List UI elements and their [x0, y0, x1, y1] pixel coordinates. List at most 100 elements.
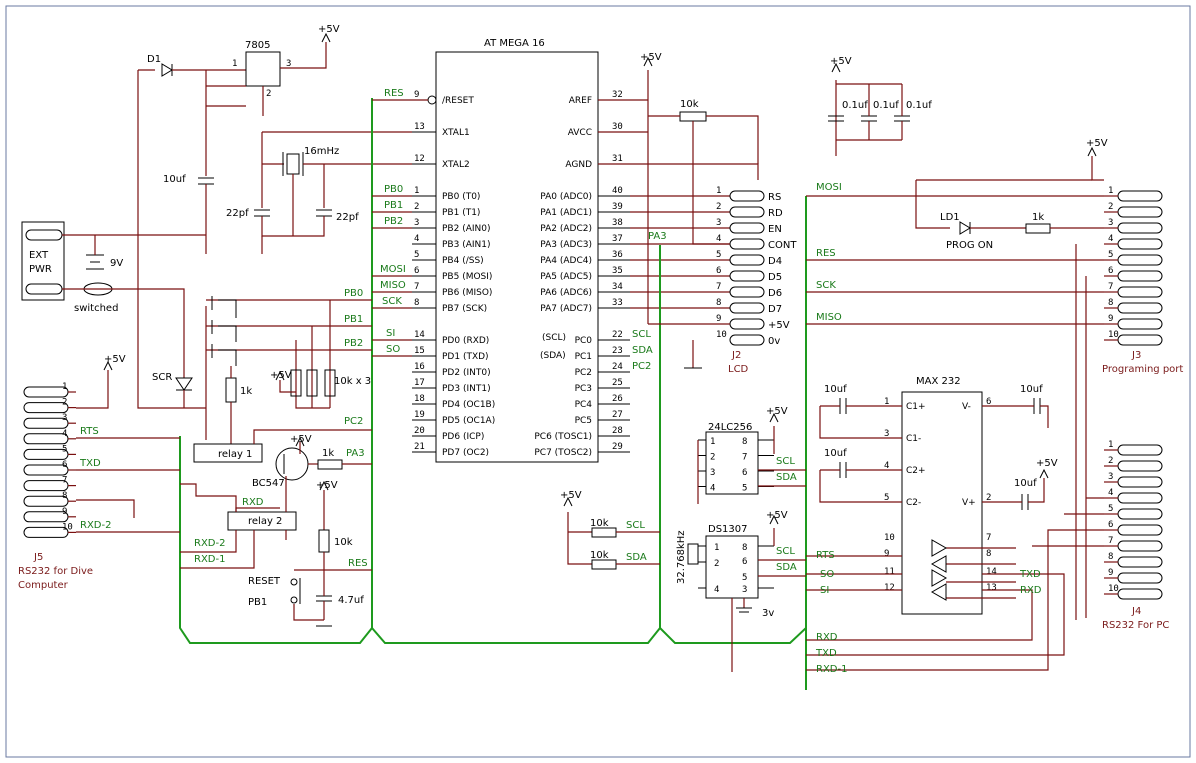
net-pb0-relay: PB0 [344, 288, 363, 299]
mcu-pin-num: 24 [612, 362, 623, 372]
vcc-label-j3: +5V [1086, 138, 1108, 149]
max-pin-name: C2+ [906, 466, 926, 476]
mcu-body [435, 51, 599, 463]
rtc-battery-label: 3v [762, 608, 774, 619]
net-pb1: PB1 [384, 200, 403, 211]
j3-pin-num: 4 [1108, 234, 1113, 244]
net-rxd1-bottom: RXD-1 [816, 664, 847, 675]
lcd-pin-num: 1 [716, 186, 721, 196]
vcc-label-bc547: +5V [290, 434, 312, 445]
eeprom-pin: 2 [710, 453, 715, 463]
max-io-num: 8 [986, 549, 991, 559]
mcu-pin-num: 3 [414, 218, 419, 228]
regulator-7805 [245, 51, 281, 87]
j3-pin-num: 8 [1108, 298, 1113, 308]
j5-pin-num: 6 [62, 460, 67, 470]
mosfet-array [205, 296, 237, 440]
max-io-num: 9 [884, 549, 889, 559]
j4-pin-num: 9 [1108, 568, 1113, 578]
scr [175, 377, 193, 391]
mcu-pin-name: AREF [569, 96, 592, 106]
mcu-pin-num: 36 [612, 250, 623, 260]
mcu-pin-num: 25 [612, 378, 623, 388]
mcu-pin-name: AVCC [568, 128, 592, 138]
mcu-pin-num: 33 [612, 298, 623, 308]
net-sda-mcu: SDA [632, 345, 653, 356]
reset-res-label: 10k [334, 537, 353, 548]
j5-name-2: Computer [18, 580, 69, 591]
eeprom-pin: 7 [742, 453, 747, 463]
vcc-label-j5: +5V [104, 354, 126, 365]
sheet-border [5, 5, 1191, 758]
net-si-max: SI [820, 585, 829, 596]
mcu-left-nets: RES PB0 PB1 PB2 MOSI MISO SCK SI SO [372, 88, 428, 357]
vcc-label-reset: +5V [316, 480, 338, 491]
ext-pwr-connector [21, 221, 65, 301]
lcd-name: LCD [728, 364, 749, 375]
relay1-label: relay 1 [218, 449, 252, 460]
net-pc2-relay: PC2 [344, 416, 363, 427]
net-rts-j5: RTS [80, 426, 99, 437]
net-rxd1-relay: RXD-1 [194, 554, 225, 565]
lcd-pin-signal: EN [768, 224, 782, 235]
mcu-pin-num: 37 [612, 234, 623, 244]
lcd-contrast-pot [679, 111, 707, 122]
net-pb2: PB2 [384, 216, 403, 227]
lcd-pin-signal: +5V [768, 320, 790, 331]
j4-name: RS232 For PC [1102, 620, 1169, 631]
mcu-pin-name: PC1 [575, 352, 592, 362]
reg-pin-out: 3 [286, 59, 291, 69]
j4-pin-num: 4 [1108, 488, 1113, 498]
mcu-pin-num: 23 [612, 346, 623, 356]
relay-2 [227, 511, 297, 531]
vcc-label-rtc-b: +5V [766, 510, 788, 521]
reset-label: RESET [248, 576, 281, 587]
mcu-pin-name: PC7 (TOSC2) [534, 448, 592, 458]
mcu-pin-name: PD6 (ICP) [442, 432, 484, 442]
max-io-num: 10 [884, 533, 895, 543]
mcu-pin-name: PD7 (OC2) [442, 448, 489, 458]
mcu-pin-num: 2 [414, 202, 419, 212]
max232-title: MAX 232 [916, 376, 961, 387]
mcu-pin-name: PB1 (T1) [442, 208, 480, 218]
j5-pin-num: 9 [62, 507, 67, 517]
j5-pin-num: 8 [62, 491, 67, 501]
mcu-pin-num: 4 [414, 234, 419, 244]
mcu-sda-tag: (SDA) [540, 351, 566, 361]
vcc-label-lcd: +5V [640, 52, 662, 63]
j5-pin-num: 5 [62, 444, 67, 454]
lcd-pin-num: 2 [716, 202, 721, 212]
j3-pin-num: 7 [1108, 282, 1113, 292]
max-pin-num: 1 [884, 397, 889, 407]
lcd-pin-num: 7 [716, 282, 721, 292]
rtc-r1-label: 10k [590, 518, 609, 529]
reset-pb-label: PB1 [248, 597, 267, 608]
mcu-pin-num: 13 [414, 122, 425, 132]
mcu-pin-num: 32 [612, 90, 623, 100]
mcu-title: AT MEGA 16 [484, 38, 545, 49]
relay-switching: PB0 PB1 PB2 +5V 10k x 3 SCR 1k relay 1 P… [152, 288, 372, 569]
max-io-num: 13 [986, 583, 997, 593]
j5-pin-num: 2 [62, 398, 67, 408]
mcu-pin-num: 18 [414, 394, 425, 404]
rtc-title: DS1307 [708, 524, 748, 535]
lcd-pin-signal: 0v [768, 336, 780, 347]
mcu-pin-num: 1 [414, 186, 419, 196]
diode-d1 [161, 63, 173, 77]
j4-pin-num: 10 [1108, 584, 1119, 594]
mcu-pin-name: PD3 (INT1) [442, 384, 491, 394]
lcd-pot-label: 10k [680, 99, 699, 110]
mcu-pin-name: PB4 (/SS) [442, 256, 484, 266]
mcu-pin-num: 21 [414, 442, 425, 452]
max-pin-name: C1+ [906, 402, 926, 412]
j5-pin-num: 3 [62, 413, 67, 423]
j4-pin-num: 2 [1108, 456, 1113, 466]
reset-circuit: +5V 10k RES RESET PB1 4.7uf [248, 480, 372, 627]
mcu-pin-num: 26 [612, 394, 623, 404]
j4-pin-num: 1 [1108, 440, 1113, 450]
max-pin-num: 2 [986, 493, 991, 503]
net-sda-rtc: SDA [626, 552, 647, 563]
switched-label: switched [74, 303, 118, 314]
rtc-pin: 6 [742, 557, 747, 567]
